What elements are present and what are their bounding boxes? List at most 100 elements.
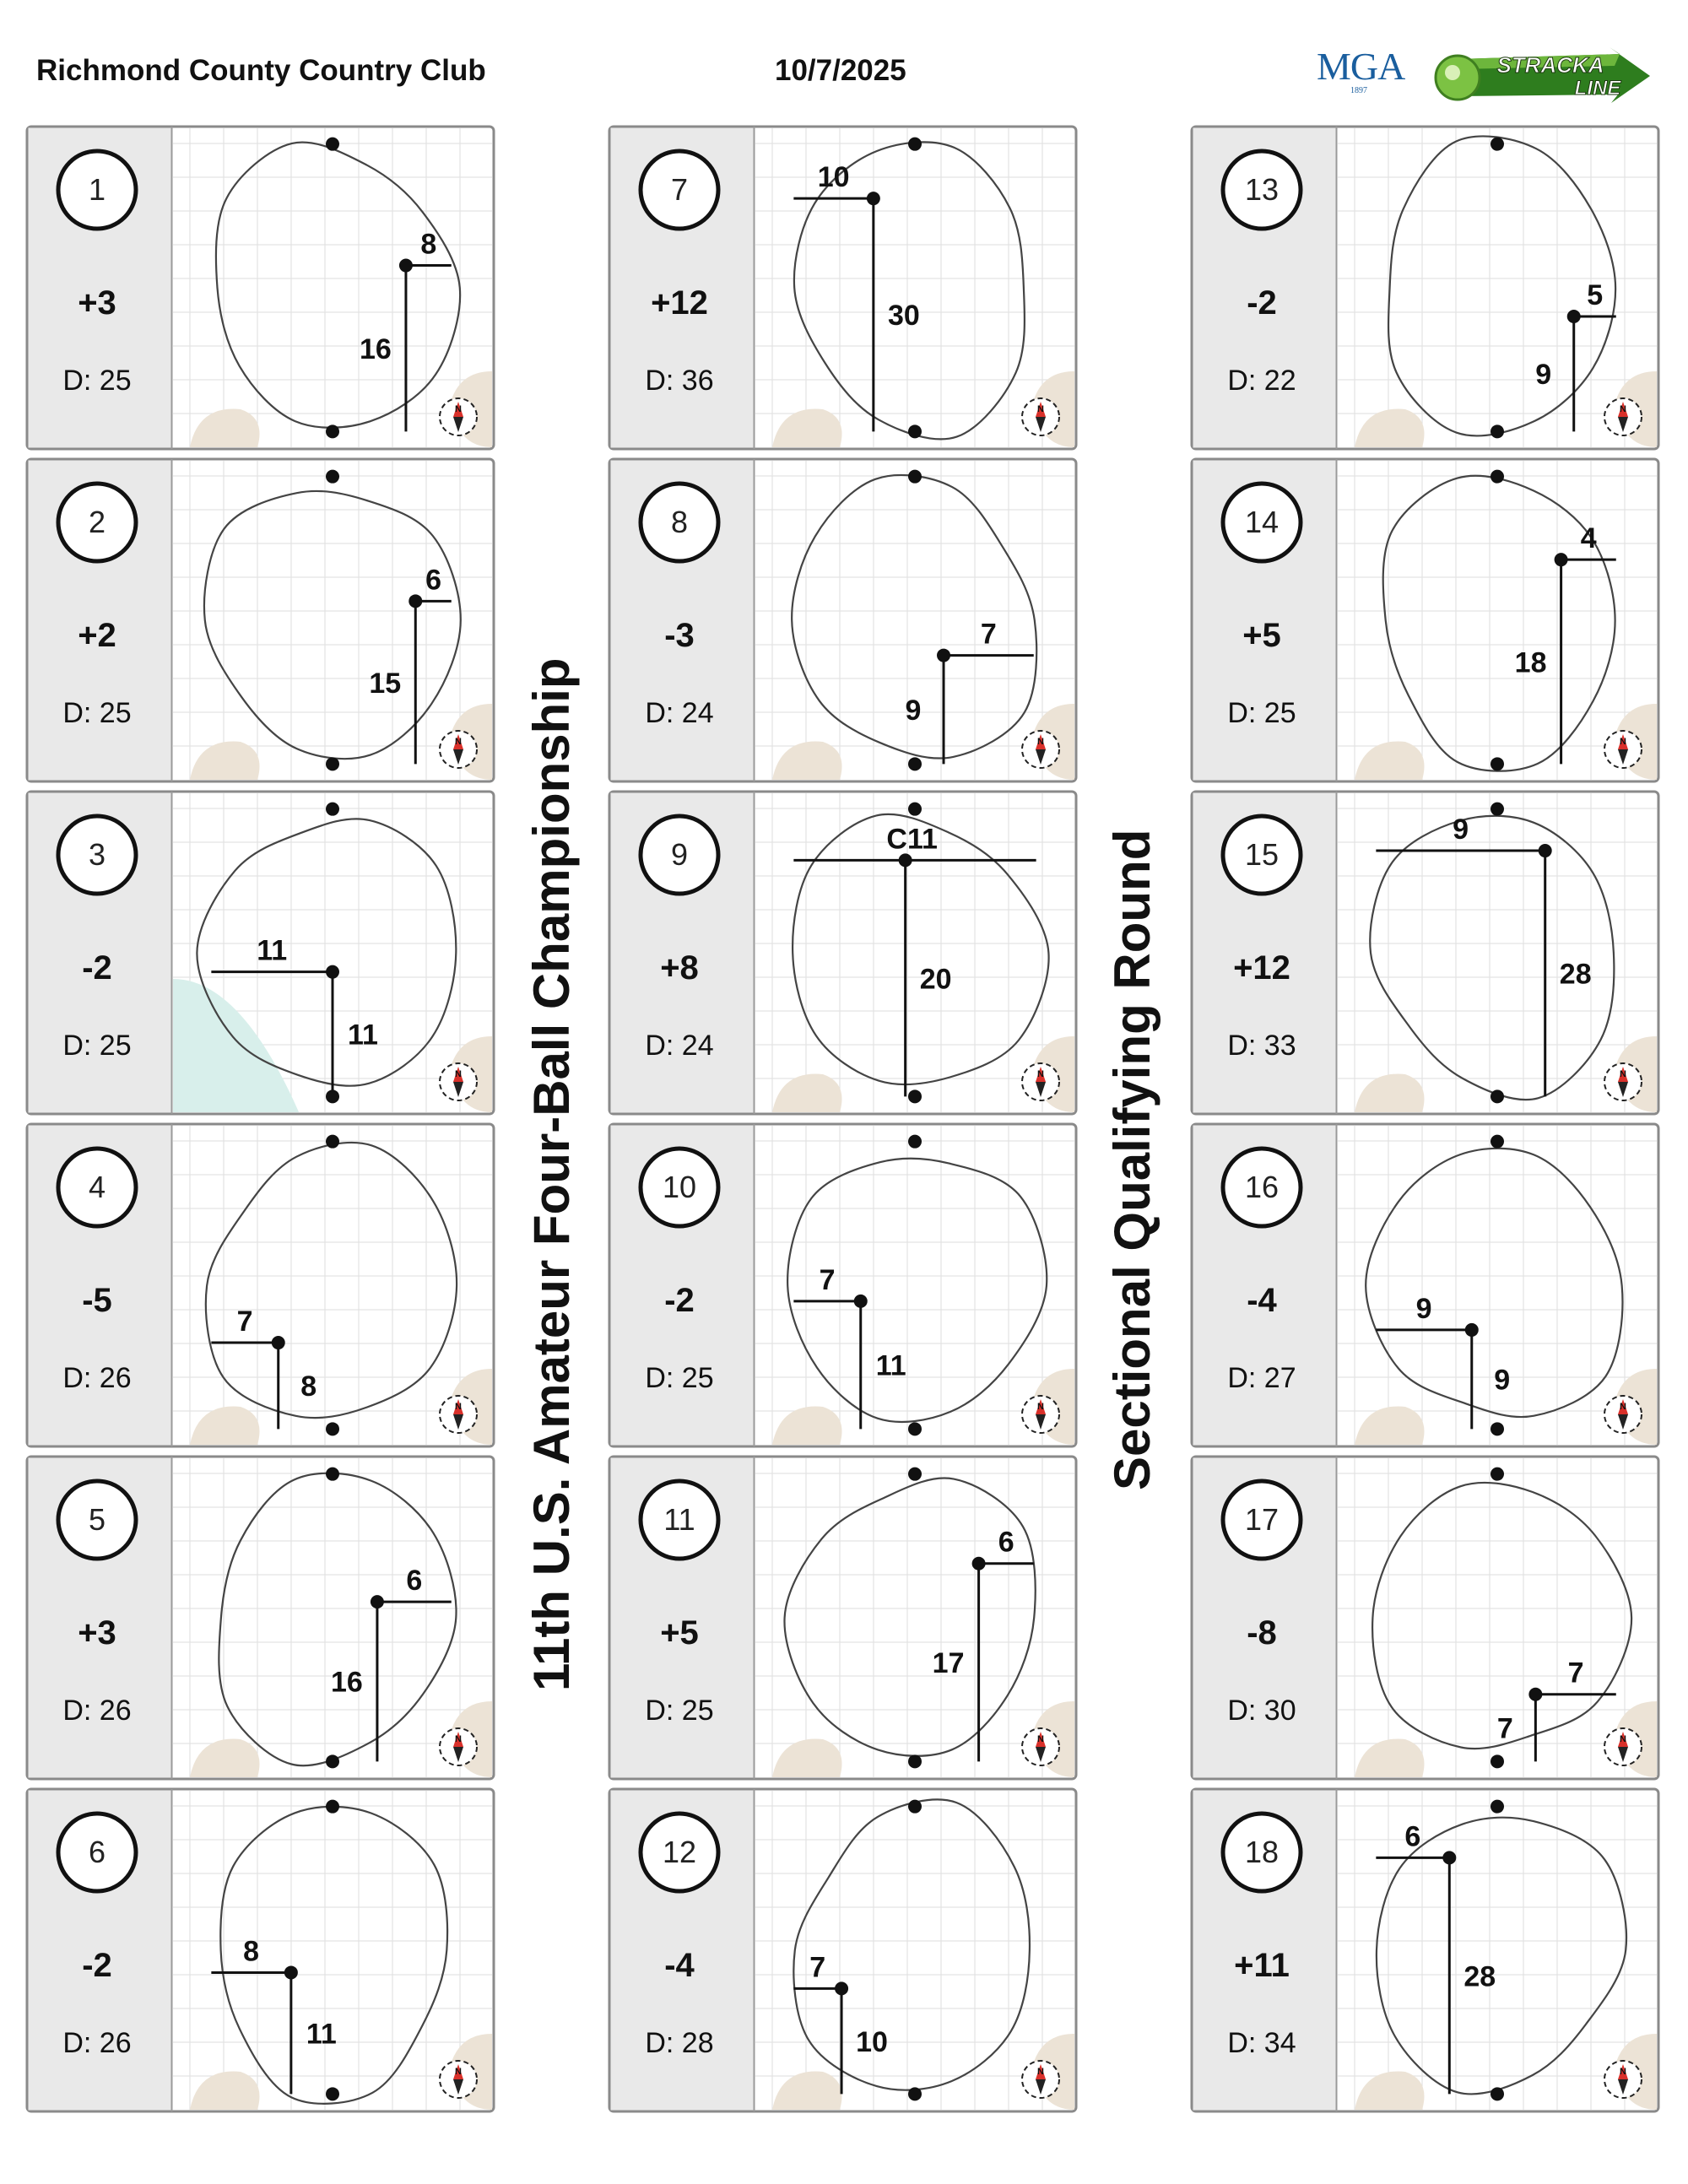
compass-icon: N bbox=[1604, 1395, 1642, 1434]
green-map: 99N bbox=[1338, 1126, 1657, 1445]
green-outline bbox=[793, 1798, 1031, 2091]
green-depth: D: 26 bbox=[62, 1362, 131, 1394]
pin-marker bbox=[271, 1336, 285, 1350]
green-outline bbox=[1372, 1481, 1633, 1750]
green-depth: D: 33 bbox=[1227, 1030, 1296, 1062]
svg-text:N: N bbox=[1620, 1402, 1626, 1412]
slope-value: -5 bbox=[82, 1282, 112, 1319]
compass-icon: N bbox=[1021, 1062, 1060, 1101]
pin-marker bbox=[1528, 1687, 1543, 1701]
green-outline bbox=[218, 1472, 457, 1767]
bunker bbox=[190, 2071, 260, 2110]
hole-number-circle bbox=[638, 1479, 721, 1561]
bunker bbox=[772, 1738, 842, 1777]
side-distance: 6 bbox=[998, 1527, 1014, 1559]
front-marker bbox=[326, 2087, 339, 2101]
compass-icon: N bbox=[1021, 1727, 1060, 1766]
back-marker bbox=[1491, 469, 1504, 484]
front-marker bbox=[1491, 757, 1504, 771]
pin-marker bbox=[1464, 1322, 1479, 1337]
side-distance: 7 bbox=[237, 1306, 253, 1338]
compass-icon: N bbox=[1604, 730, 1642, 769]
compass-icon: N bbox=[1021, 2060, 1060, 2099]
side-distance: 9 bbox=[1453, 814, 1469, 846]
front-marker bbox=[908, 1754, 922, 1769]
pin-marker bbox=[284, 1965, 298, 1980]
line-text: LINE bbox=[1575, 77, 1622, 100]
slope-value: +3 bbox=[78, 1614, 116, 1652]
green-depth: D: 25 bbox=[1227, 697, 1296, 729]
hole-number-circle bbox=[56, 1146, 138, 1229]
green-outline bbox=[1375, 1816, 1628, 2095]
back-marker bbox=[326, 1467, 339, 1481]
compass-icon: N bbox=[1021, 397, 1060, 436]
front-marker bbox=[326, 1754, 339, 1769]
depth-distance: 10 bbox=[856, 2026, 888, 2058]
green-depth: D: 30 bbox=[1227, 1695, 1296, 1727]
bunker bbox=[1355, 408, 1425, 447]
compass-icon: N bbox=[1604, 1727, 1642, 1766]
hole-number-circle bbox=[56, 149, 138, 231]
svg-text:N: N bbox=[455, 2067, 462, 2077]
depth-distance: 16 bbox=[331, 1667, 363, 1699]
hole-number: 12 bbox=[663, 1835, 696, 1869]
compass-icon: N bbox=[1604, 1062, 1642, 1101]
bunker bbox=[772, 2071, 842, 2110]
front-marker bbox=[1491, 2087, 1504, 2101]
front-marker bbox=[908, 424, 922, 439]
svg-text:N: N bbox=[1037, 2067, 1044, 2077]
front-marker bbox=[1491, 1422, 1504, 1436]
back-marker bbox=[1491, 1467, 1504, 1481]
svg-text:N: N bbox=[1620, 2067, 1626, 2077]
slope-value: +11 bbox=[1234, 1947, 1290, 1984]
green-depth: D: 34 bbox=[1227, 2027, 1296, 2059]
hole-number: 15 bbox=[1245, 837, 1279, 872]
back-marker bbox=[326, 1799, 339, 1814]
bunker bbox=[1355, 2071, 1425, 2110]
compass-icon: N bbox=[1021, 730, 1060, 769]
bunker bbox=[190, 741, 260, 780]
side-distance: 8 bbox=[420, 229, 436, 261]
hole-number-circle bbox=[638, 1146, 721, 1229]
green-map: 78N bbox=[173, 1126, 492, 1445]
bunker bbox=[772, 741, 842, 780]
hole-number: 6 bbox=[89, 1835, 106, 1869]
compass-icon: N bbox=[439, 397, 478, 436]
bunker bbox=[772, 408, 842, 447]
pin-marker bbox=[1442, 1851, 1457, 1865]
side-distance: 7 bbox=[1568, 1657, 1584, 1689]
svg-text:N: N bbox=[455, 1069, 462, 1079]
back-marker bbox=[1491, 1799, 1504, 1814]
green-depth: D: 24 bbox=[645, 1030, 713, 1062]
green-outline bbox=[1387, 135, 1617, 437]
green-outline bbox=[1369, 814, 1615, 1101]
slope-value: -2 bbox=[82, 1947, 112, 1984]
hole-number-circle bbox=[638, 1811, 721, 1894]
depth-distance: 16 bbox=[360, 333, 392, 365]
depth-distance: 11 bbox=[306, 2018, 337, 2050]
mga-logo-text: MGA bbox=[1317, 45, 1405, 88]
depth-distance: 18 bbox=[1515, 646, 1547, 678]
front-marker bbox=[326, 757, 339, 771]
slope-value: -2 bbox=[82, 949, 112, 987]
side-distance: 7 bbox=[809, 1951, 825, 1983]
side-distance: 6 bbox=[1404, 1820, 1420, 1852]
depth-distance: 8 bbox=[300, 1370, 316, 1403]
slope-value: +8 bbox=[660, 949, 699, 987]
